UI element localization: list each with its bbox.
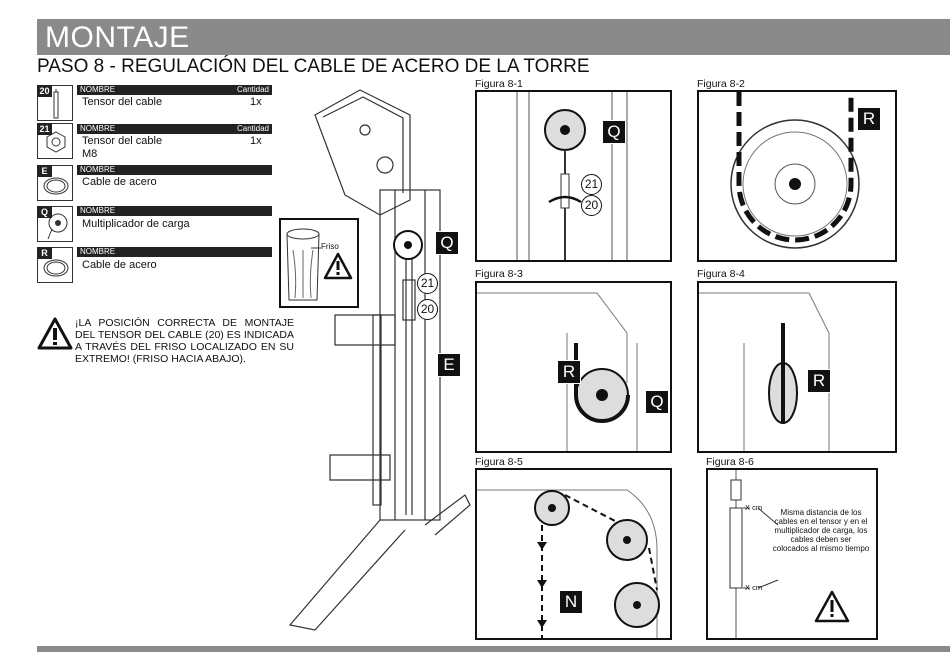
- label-q: Q: [435, 231, 459, 255]
- name-header: NOMBRE: [80, 124, 116, 133]
- label-21: 21: [581, 174, 602, 195]
- figure-8-4: R: [697, 281, 897, 453]
- label-r: R: [557, 360, 581, 384]
- part-header: NOMBRE: [77, 165, 272, 175]
- steel-cable-icon: [43, 177, 69, 195]
- part-name: Multiplicador de carga: [82, 218, 190, 230]
- nut-icon: [46, 131, 66, 153]
- label-n: N: [559, 590, 583, 614]
- part-header: NOMBRE: [77, 247, 272, 257]
- friso-label: Friso: [321, 242, 339, 251]
- distance-label-bottom: X cm: [745, 583, 763, 592]
- figure-caption: Figura 8-2: [697, 78, 745, 90]
- qty-header: Cantidad: [236, 85, 269, 94]
- label-q: Q: [645, 390, 669, 414]
- figure-8-2: R: [697, 90, 897, 262]
- name-header: NOMBRE: [80, 206, 116, 215]
- steel-cable-icon: [43, 259, 69, 277]
- figure-caption: Figura 8-5: [475, 456, 523, 468]
- part-name-line2: M8: [82, 148, 98, 160]
- figure-8-4-drawing: [699, 292, 830, 451]
- figure-8-6-note: Misma distancia de los cables en el tens…: [772, 508, 870, 553]
- figure-8-6-drawing: [729, 470, 850, 638]
- part-name: Tensor del cable: [82, 96, 163, 108]
- figure-8-6: X cm X cm: [706, 468, 878, 640]
- part-qty: 1x: [250, 96, 262, 108]
- friso-detail-box: Friso: [279, 218, 359, 308]
- qty-header: Cantidad: [236, 124, 269, 133]
- page-title: MONTAJE: [45, 21, 190, 54]
- distance-label-top: X cm: [745, 503, 763, 512]
- part-header: NOMBRE Cantidad: [77, 124, 272, 134]
- label-e: E: [437, 353, 461, 377]
- label-q: Q: [602, 120, 626, 144]
- warning-text: ¡LA POSICIÓN CORRECTA DE MONTAJE DEL TEN…: [75, 317, 294, 365]
- label-20: 20: [417, 299, 438, 320]
- part-header: NOMBRE: [77, 206, 272, 216]
- tensioner-end-drawing: [286, 228, 353, 301]
- footer-bar: [37, 646, 950, 652]
- part-id-tag: E: [37, 165, 52, 177]
- name-header: NOMBRE: [80, 85, 116, 94]
- label-20: 20: [581, 195, 602, 216]
- part-qty: 1x: [250, 135, 262, 147]
- cable-tensioner-icon: [53, 89, 59, 119]
- figure-caption: Figura 8-1: [475, 78, 523, 90]
- figure-8-5: N: [475, 468, 672, 640]
- figure-caption: Figura 8-3: [475, 268, 523, 280]
- figure-8-5-drawing: [477, 489, 660, 638]
- figure-8-1-drawing: [516, 92, 628, 260]
- figure-8-3-drawing: [477, 292, 638, 451]
- load-multiplier-icon: [47, 213, 68, 240]
- part-id-tag: Q: [37, 206, 52, 218]
- part-header: NOMBRE Cantidad: [77, 85, 272, 95]
- part-id-tag: 21: [37, 123, 52, 135]
- warning-icon: [37, 317, 73, 350]
- part-name: Cable de acero: [82, 176, 157, 188]
- figure-8-1: Q 21 20: [475, 90, 672, 262]
- label-r: R: [807, 369, 831, 393]
- figure-caption: Figura 8-6: [706, 456, 754, 468]
- name-header: NOMBRE: [80, 247, 116, 256]
- name-header: NOMBRE: [80, 165, 116, 174]
- part-id-tag: 20: [37, 85, 52, 97]
- figure-8-2-drawing: [730, 92, 860, 249]
- header-banner: [37, 19, 950, 55]
- tower-drawing: Q 21 20 E: [285, 85, 475, 640]
- figure-8-3: R Q: [475, 281, 672, 453]
- part-name: Cable de acero: [82, 259, 157, 271]
- figure-caption: Figura 8-4: [697, 268, 745, 280]
- step-title: PASO 8 - REGULACIÓN DEL CABLE DE ACERO D…: [37, 56, 590, 77]
- part-id-tag: R: [37, 247, 52, 259]
- label-r: R: [857, 107, 881, 131]
- part-name: Tensor del cable: [82, 135, 163, 147]
- label-21: 21: [417, 273, 438, 294]
